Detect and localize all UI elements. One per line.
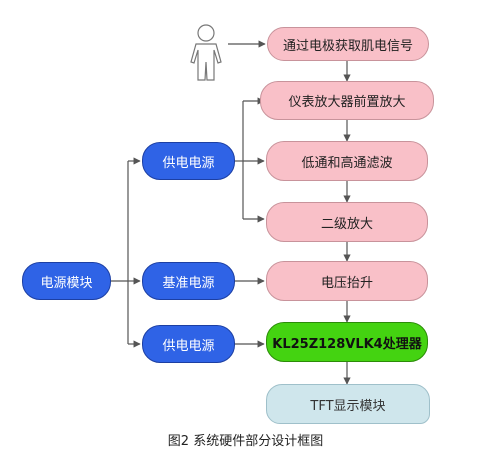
figure-caption: 图2 系统硬件部分设计框图 — [167, 434, 324, 449]
voltage-level-shift-block: 电压抬升 — [266, 261, 428, 301]
person-icon — [190, 24, 222, 81]
processor-block: KL25Z128VLK4处理器 — [266, 322, 428, 362]
emg-acquisition-block: 通过电极获取肌电信号 — [267, 27, 429, 61]
filter-block: 低通和高通滤波 — [266, 141, 428, 181]
instrument-amplifier-block: 仪表放大器前置放大 — [260, 81, 434, 120]
second-amplifier-block: 二级放大 — [266, 202, 428, 242]
display-module-block: TFT显示模块 — [266, 384, 430, 424]
reference-supply-block: 基准电源 — [142, 262, 235, 300]
supply-bottom-block: 供电电源 — [142, 325, 235, 363]
supply-top-block: 供电电源 — [142, 142, 235, 180]
power-module-block: 电源模块 — [22, 262, 111, 300]
